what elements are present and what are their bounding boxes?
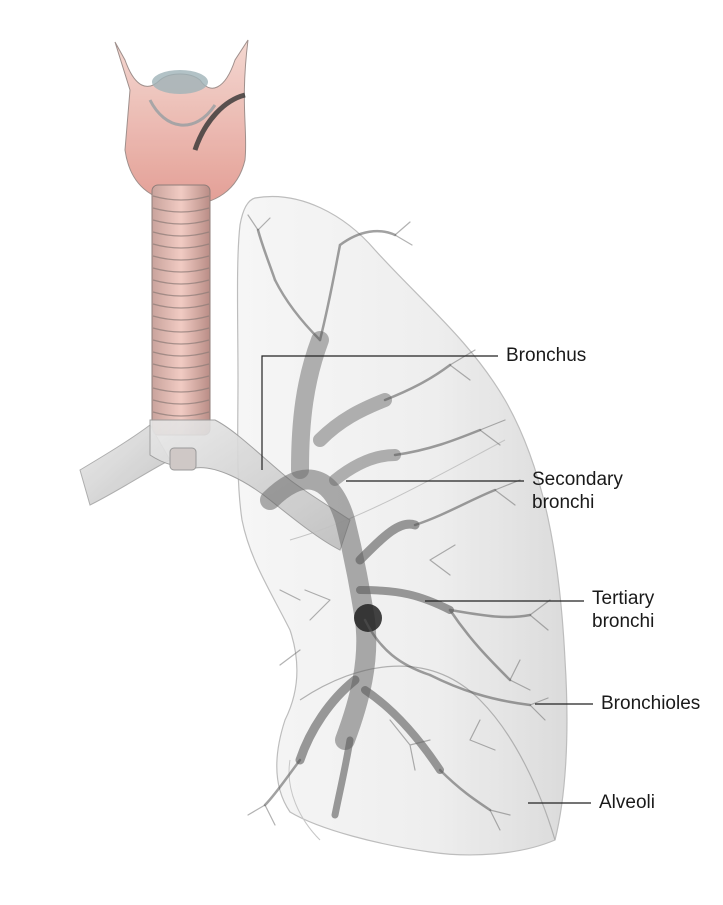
secondary-bronchi-label: Secondary bronchi [532,468,623,514]
bronchioles-label: Bronchioles [601,692,700,715]
bronchus-label: Bronchus [506,344,586,367]
tertiary-bronchi-label-line1: Tertiary [592,587,654,610]
secondary-bronchi-label-line1: Secondary [532,468,623,491]
trachea [152,185,210,435]
larynx [115,40,248,205]
secondary-bronchi-label-line2: bronchi [532,491,623,514]
tertiary-bronchi-label-line2: bronchi [592,610,654,633]
tertiary-bronchi-label: Tertiary bronchi [592,587,654,633]
alveoli-label: Alveoli [599,791,655,814]
